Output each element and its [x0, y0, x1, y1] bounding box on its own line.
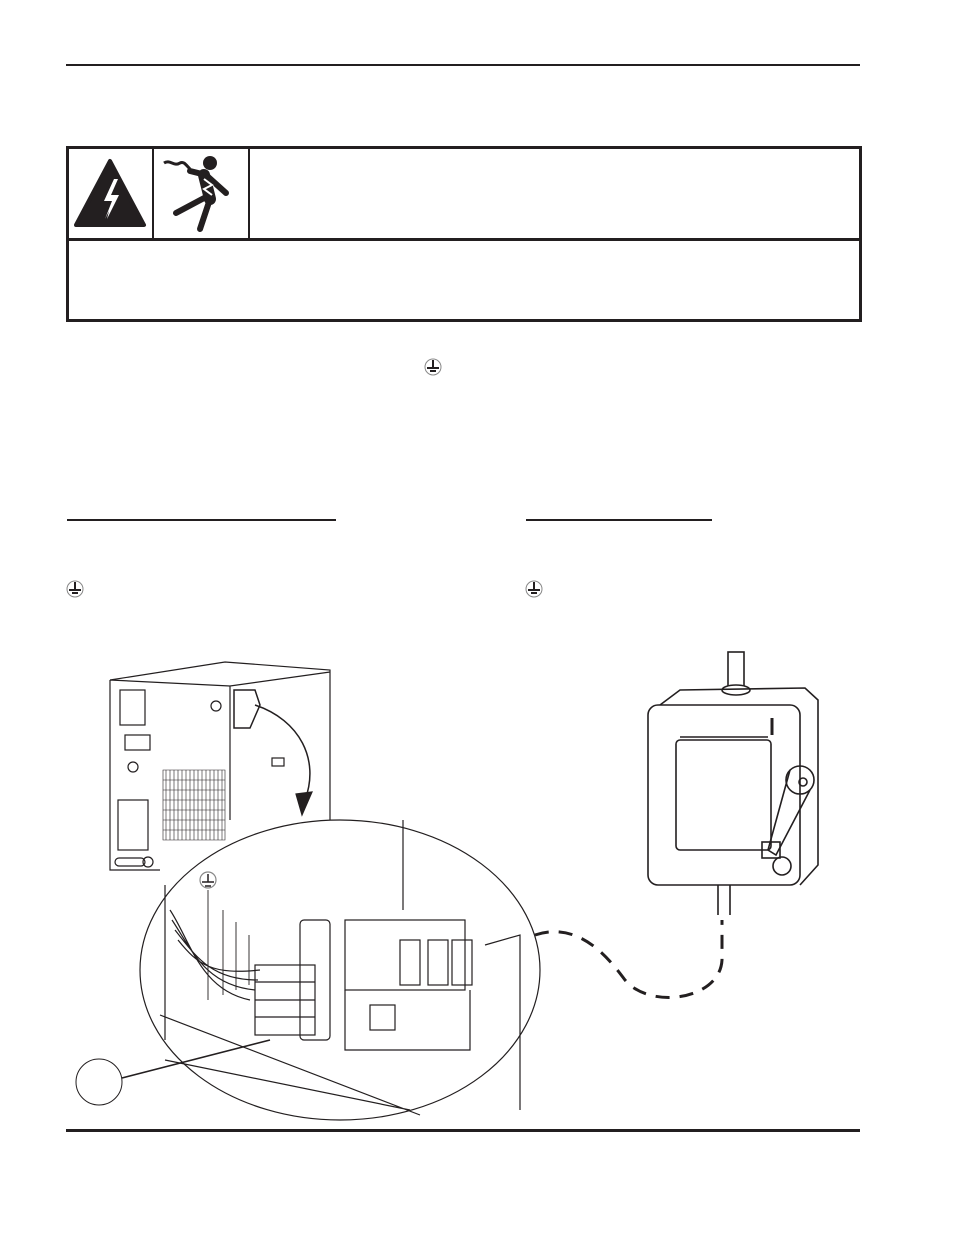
header-rule: [66, 64, 860, 66]
protective-earth-ground-icon: [525, 580, 543, 603]
section-rule-right: [526, 519, 712, 521]
warning-header: [69, 149, 859, 241]
callout-leader: [121, 1039, 271, 1079]
protective-earth-ground-icon: [66, 580, 84, 603]
electrical-hazard-triangle-icon: [69, 149, 154, 238]
warning-box: [66, 146, 862, 322]
power-supply-unit: [109, 661, 331, 871]
section-rule-left: [67, 519, 336, 521]
footer-rule: [66, 1129, 860, 1132]
callout-circle: [75, 1058, 123, 1106]
terminal-block-detail: [139, 819, 541, 1121]
line-disconnect-switch: [647, 651, 819, 915]
protective-earth-ground-icon: [424, 358, 442, 381]
electric-shock-person-icon: [154, 149, 250, 238]
dashed-power-cord: [534, 920, 724, 999]
